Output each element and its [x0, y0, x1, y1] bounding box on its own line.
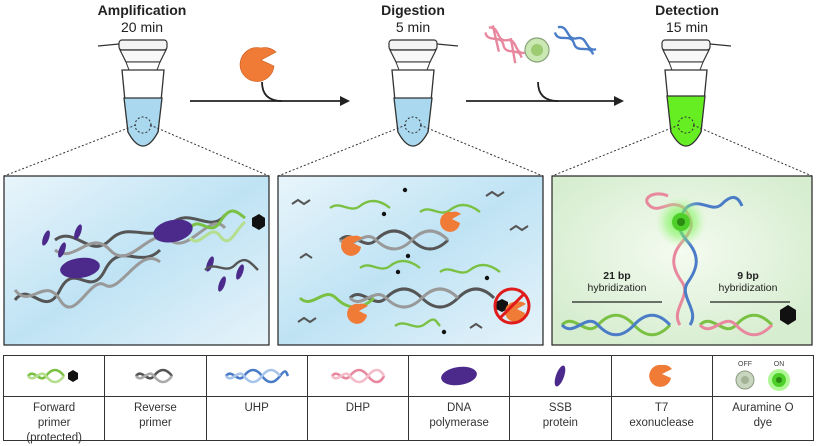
- dye-on-label: ON: [774, 361, 785, 368]
- hybrid-21bp-label: 21 bp hybridization: [587, 270, 647, 294]
- hybrid-9bp-label: 9 bp hybridization: [718, 270, 778, 294]
- stage-name: Digestion: [381, 2, 445, 18]
- tube-detection: [661, 39, 732, 147]
- legend-label-line: primer: [139, 417, 172, 429]
- reverse-primer-icon: [105, 356, 206, 397]
- stage-name: Amplification: [97, 2, 187, 18]
- dye-off-label: OFF: [738, 361, 752, 368]
- legend-label-line: primer: [37, 417, 71, 429]
- zoom-lines: [3, 124, 813, 177]
- dna-polymerase-icon: [409, 356, 510, 397]
- hybridization-text: hybridization: [718, 282, 778, 294]
- panel-amplification: [3, 175, 270, 346]
- legend-label-line: protein: [542, 417, 578, 429]
- stage-title-amplification: Amplification 20 min: [62, 2, 222, 36]
- uhp-icon: [206, 356, 307, 397]
- legend-forward-primer: Forward primer (protected): [4, 356, 106, 444]
- stage-name: Detection: [655, 2, 719, 18]
- legend-label-line: exonuclease: [629, 417, 694, 429]
- legend-label-line: T7: [654, 402, 669, 414]
- legend-dna-polymerase: DNA polymerase: [409, 356, 511, 440]
- legend-label-line: polymerase: [429, 417, 489, 429]
- legend-uhp: UHP: [206, 356, 308, 440]
- stage-title-detection: Detection 15 min: [607, 2, 767, 36]
- legend-label-line: UHP: [244, 402, 269, 414]
- legend-label-line: DHP: [345, 402, 371, 414]
- legend-label-line: Auramine O: [732, 402, 794, 414]
- stage-time: 15 min: [665, 19, 709, 35]
- ssb-protein-icon: [510, 356, 611, 397]
- panel-detection: [551, 175, 813, 346]
- legend-label-line: SSB: [548, 402, 572, 414]
- arrow-to-detection: [466, 81, 624, 106]
- hybridization-text: hybridization: [587, 282, 647, 294]
- bp-count: 21 bp: [603, 270, 631, 282]
- dhp-icon: [307, 356, 408, 397]
- legend-label-line: DNA: [446, 402, 472, 414]
- legend-label-line: Reverse: [133, 402, 177, 414]
- legend-ssb-protein: SSB protein: [510, 356, 612, 440]
- workflow-diagram: [3, 25, 813, 346]
- legend-reverse-primer: Reverse primer: [105, 356, 207, 440]
- legend-label-line: (protected): [26, 432, 82, 444]
- uhp-hairpin-icon: [553, 25, 597, 55]
- tube-amplification: [97, 39, 168, 147]
- panel-digestion: [277, 175, 544, 346]
- arrow-to-digestion: [190, 81, 350, 106]
- tube-digestion: [388, 39, 459, 147]
- forward-primer-icon: [4, 356, 105, 397]
- t7-exonuclease-icon: [611, 356, 712, 397]
- legend-dhp: DHP: [307, 356, 409, 440]
- legend-label-line: dye: [753, 417, 773, 429]
- stage-time: 5 min: [395, 19, 431, 35]
- auramine-dye-icon: OFF ON: [712, 356, 813, 397]
- stage-time: 20 min: [120, 19, 164, 35]
- legend-t7-exonuclease: T7 exonuclease: [611, 356, 713, 440]
- legend-auramine-dye: OFF ON Auramine O dye: [712, 356, 813, 440]
- legend-label-line: Forward: [33, 402, 76, 414]
- dhp-hairpin-icon: [484, 25, 526, 64]
- bp-count: 9 bp: [737, 270, 759, 282]
- legend-table: Forward primer (protected) Reverse prime…: [3, 355, 814, 444]
- t7-exonuclease-icon: [239, 47, 277, 82]
- stage-title-digestion: Digestion 5 min: [333, 2, 493, 36]
